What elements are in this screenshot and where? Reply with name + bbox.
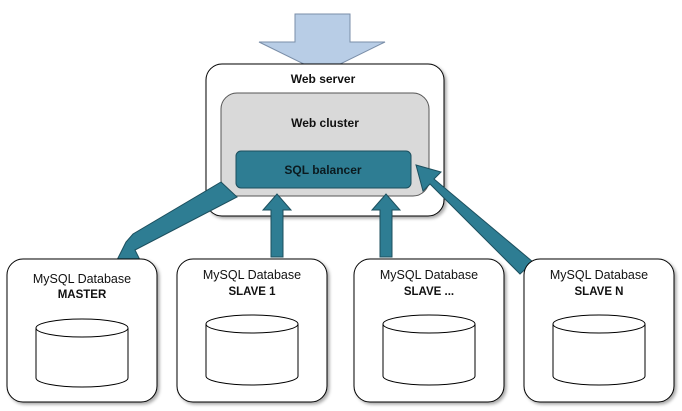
database-slave-mid: MySQL Database SLAVE ...	[353, 258, 505, 403]
arrow-slave-mid-to-balancer	[370, 193, 402, 258]
database-title: MySQL Database	[380, 268, 478, 282]
database-title: MySQL Database	[203, 268, 301, 282]
database-role: MASTER	[58, 289, 107, 301]
arrow-balancer-to-master	[116, 181, 238, 265]
arrow-slave1-to-balancer	[261, 193, 293, 258]
arrow-slaven-to-balancer	[415, 164, 534, 275]
sql-balancer-label: SQL balancer	[284, 163, 361, 177]
database-slave-1: MySQL Database SLAVE 1	[176, 258, 328, 403]
web-server-label: Web server	[291, 72, 356, 86]
database-title: MySQL Database	[550, 268, 648, 282]
database-role: SLAVE 1	[228, 286, 276, 298]
database-cylinder-icon	[205, 314, 299, 386]
database-title: MySQL Database	[33, 272, 131, 286]
database-cylinder-icon	[552, 314, 646, 386]
inbound-request-arrow	[258, 13, 386, 74]
database-cylinder-icon	[382, 314, 476, 386]
database-cylinder-icon	[35, 318, 129, 388]
database-master: MySQL Database MASTER	[6, 258, 158, 403]
database-role: SLAVE ...	[404, 286, 454, 298]
sql-balancer-box	[235, 150, 412, 189]
web-cluster-label: Web cluster	[291, 116, 359, 130]
database-role: SLAVE N	[575, 286, 624, 298]
database-slave-n: MySQL Database SLAVE N	[523, 258, 675, 403]
